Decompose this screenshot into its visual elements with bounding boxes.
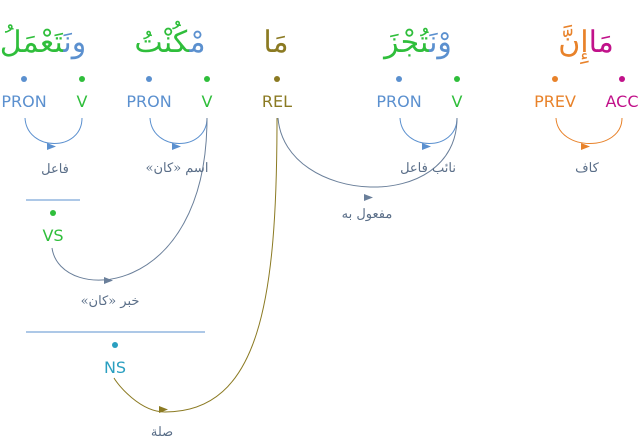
tag-prev: PREV — [534, 92, 576, 111]
dot-rel — [274, 76, 280, 82]
word-1-pron-segment: ونَ — [62, 25, 86, 60]
arc-sila — [113, 117, 278, 413]
tag-pron-1: PRON — [1, 92, 46, 111]
word-4-verb-segment: تُجْزَ — [382, 25, 430, 60]
arrowhead-khabar-kana — [104, 277, 113, 284]
dot-prev — [552, 76, 558, 82]
label-ism-kana: اسم «كان» — [146, 161, 209, 176]
dot-v-1 — [79, 76, 85, 82]
arrowhead-mafool-bih — [364, 194, 373, 201]
dot-v-2 — [204, 76, 210, 82]
dot-pron-2 — [146, 76, 152, 82]
label-fail: فاعل — [41, 162, 69, 177]
word-4-pron-segment: وْنَ — [428, 25, 452, 60]
label-khabar-kana: خبر «كان» — [81, 294, 140, 309]
arrowhead-kaf — [581, 143, 590, 150]
dot-v-3 — [454, 76, 460, 82]
word-5-prev-segment: إِنَّ — [558, 24, 589, 65]
dot-acc — [619, 76, 625, 82]
tag-acc: ACC — [605, 92, 638, 111]
label-mafool-bih: مفعول به — [342, 207, 393, 222]
tag-v-2: V — [202, 92, 213, 111]
word-2-verb-segment: كُنْتُ — [134, 20, 190, 60]
tag-pron-3: PRON — [376, 92, 421, 111]
arc-ism-kana — [149, 117, 208, 144]
word-1-form: ونَتَعْمَلُ — [0, 24, 86, 60]
dot-pron-3 — [396, 76, 402, 82]
tag-ns: NS — [104, 358, 126, 377]
arrowhead-fail — [47, 143, 56, 150]
tag-rel: REL — [262, 92, 292, 111]
arrowhead-ism-kana — [172, 143, 181, 150]
arc-naib-fail — [399, 117, 458, 144]
tag-pron-2: PRON — [126, 92, 171, 111]
word-5-acc-segment: مَا — [589, 25, 614, 60]
dot-pron-1 — [21, 76, 27, 82]
tag-vs: VS — [42, 226, 63, 245]
word-1-verb-segment: تَعْمَلُ — [0, 24, 64, 60]
word-3-form: مَا — [263, 25, 288, 60]
word-5-form: مَاإِنَّ — [558, 24, 614, 65]
word-2-pron-segment: مْ — [189, 25, 206, 60]
tag-v-3: V — [452, 92, 463, 111]
arrowhead-naib-fail — [422, 143, 431, 150]
arc-kaf — [555, 117, 623, 144]
word-2-form: مْكُنْتُ — [134, 20, 205, 60]
dot-ns — [112, 342, 118, 348]
dot-vs — [50, 210, 56, 216]
label-kaf: كاف — [575, 161, 599, 176]
label-naib-fail: نائب فاعل — [400, 161, 456, 176]
arc-mafool-bih — [277, 117, 458, 188]
arc-khabar-kana — [51, 117, 208, 281]
arrowhead-sila — [159, 406, 168, 413]
word-4-form: وْنَتُجْزَ — [382, 25, 452, 60]
arc-fail — [24, 117, 83, 144]
label-sila: صلة — [151, 425, 173, 438]
tag-v-1: V — [77, 92, 88, 111]
